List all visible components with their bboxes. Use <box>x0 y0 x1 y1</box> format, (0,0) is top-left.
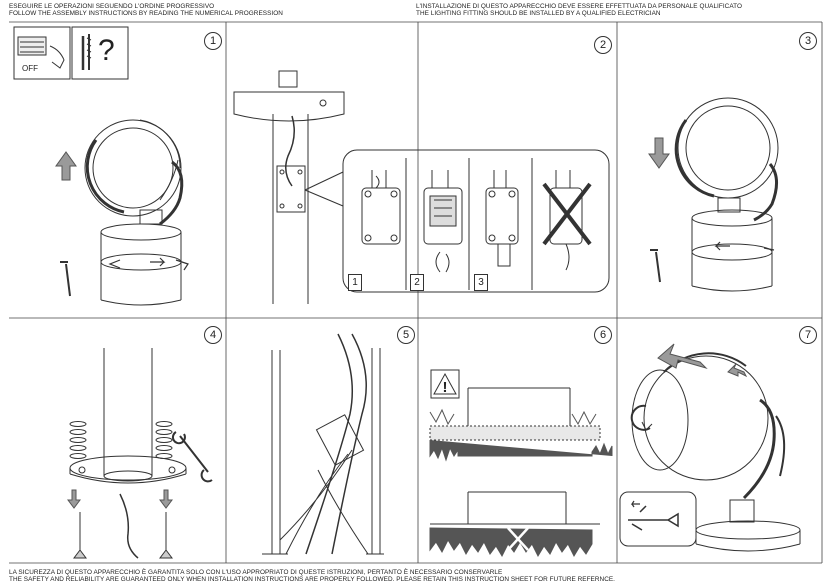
step-number-4: 4 <box>204 326 222 344</box>
arrow-down-icon <box>648 137 670 169</box>
wrench-icon <box>171 431 213 483</box>
step2-illustration <box>233 70 610 304</box>
step-number-1: 1 <box>204 32 222 50</box>
footer-line-it: LA SICUREZZA DI QUESTO APPARECCHIO È GAR… <box>9 569 503 576</box>
header-left-line-en: FOLLOW THE ASSEMBLY INSTRUCTIONS BY READ… <box>9 10 283 18</box>
screwdriver-icon <box>631 505 647 531</box>
step1-illustration <box>13 26 189 306</box>
arrow-up-icon <box>55 151 77 181</box>
step6-illustration <box>429 369 613 558</box>
step2-sublabel-3: 3 <box>474 274 488 291</box>
cross-icon <box>542 182 592 246</box>
step-number-7: 7 <box>799 326 817 344</box>
step7-illustration <box>619 343 801 552</box>
step2-sublabel-1: 1 <box>348 274 362 291</box>
footer-line-en: THE SAFETY AND RELIABILITY ARE GUARANTEE… <box>9 576 615 584</box>
step5-illustration <box>262 333 384 555</box>
tools-icon <box>71 26 129 80</box>
panel-grid <box>9 21 823 564</box>
step-number-5: 5 <box>397 326 415 344</box>
step-number-2: 2 <box>594 36 612 54</box>
header-right-line-en: THE LIGHTING FITTING SHOULD BE INSTALLED… <box>416 10 661 18</box>
header-right-line-it: L'INSTALLAZIONE DI QUESTO APPARECCHIO DE… <box>416 3 743 10</box>
step-number-3: 3 <box>799 32 817 50</box>
header-instructions-left: ESEGUIRE LE OPERAZIONI SEGUENDO L'ORDINE… <box>9 3 283 18</box>
warning-icon <box>430 369 460 399</box>
footer-safety-notice: LA SICUREZZA DI QUESTO APPARECCHIO È GAR… <box>9 569 615 584</box>
off-label: OFF <box>22 64 38 73</box>
header-left-line-it: ESEGUIRE LE OPERAZIONI SEGUENDO L'ORDINE… <box>9 3 215 10</box>
step3-illustration <box>648 97 779 292</box>
warning-symbol: ! <box>442 379 448 396</box>
question-mark: ? <box>98 34 115 67</box>
washer-stack-right <box>155 421 173 459</box>
step2-sublabel-2: 2 <box>410 274 424 291</box>
header-instructions-right: L'INSTALLAZIONE DI QUESTO APPARECCHIO DE… <box>416 3 742 18</box>
arrow-left-large-icon <box>657 343 708 370</box>
step-number-6: 6 <box>594 326 612 344</box>
power-switch-icon <box>13 26 71 80</box>
step4-illustration <box>67 348 213 559</box>
washer-stack-left <box>69 421 87 459</box>
